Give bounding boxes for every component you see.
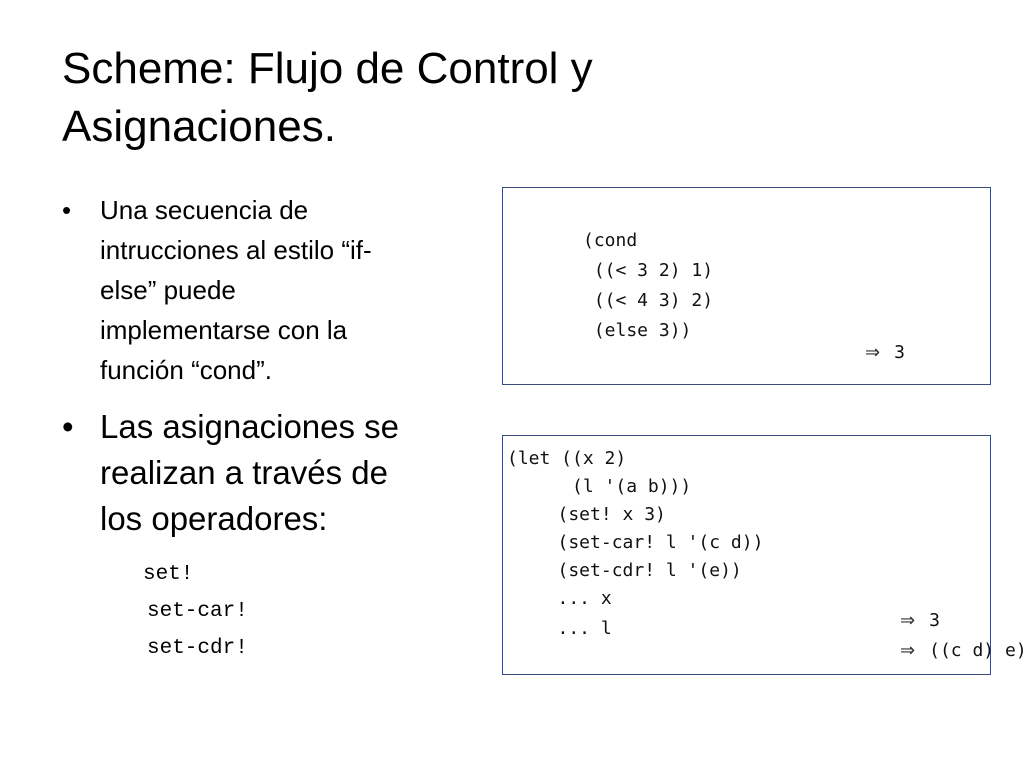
code-line: ((< 3 2) 1) bbox=[583, 260, 714, 281]
let-result-x: ⇒3 bbox=[835, 588, 940, 654]
operator-set-cdr: set-cdr! bbox=[147, 637, 248, 660]
let-example-box: (let ((x 2) (l '(a b))) (set! x 3) (set-… bbox=[502, 435, 1024, 675]
slide-title: Scheme: Flujo de Control y Asignaciones. bbox=[62, 40, 762, 156]
slide-title-line: Asignaciones. bbox=[62, 102, 336, 151]
bullet-line: realizan a través de bbox=[100, 454, 388, 491]
code-line: (cond bbox=[583, 230, 638, 251]
code-line: ((< 4 3) 2) bbox=[583, 290, 714, 311]
slide-title-line: Scheme: Flujo de Control y bbox=[62, 44, 593, 93]
cond-example-box: (cond ((< 3 2) 1) ((< 4 3) 2) (else 3)) … bbox=[502, 187, 991, 385]
bullet-marker: • bbox=[62, 195, 72, 225]
bullet-text: Las asignaciones se realizan a través de… bbox=[100, 404, 399, 542]
let-result-l: ⇒ ((c d) e) bbox=[835, 618, 1024, 684]
result-value: 3 bbox=[894, 342, 905, 363]
bullet-cond: • Una secuencia de intrucciones al estil… bbox=[62, 190, 482, 390]
code-line: (set! x 3) bbox=[525, 504, 666, 525]
code-line: (else 3)) bbox=[583, 320, 692, 341]
result-value: 3 bbox=[929, 610, 940, 631]
code-line: ... l bbox=[525, 618, 612, 639]
bullet-line: else” puede bbox=[100, 275, 236, 305]
bullet-assignments: • Las asignaciones se realizan a través … bbox=[62, 404, 492, 542]
implies-arrow-icon: ⇒ bbox=[900, 640, 916, 661]
code-line: (set-cdr! l '(e)) bbox=[525, 560, 742, 581]
code-line: ... x bbox=[525, 588, 612, 609]
bullet-line: intrucciones al estilo “if- bbox=[100, 235, 372, 265]
bullet-marker: • bbox=[62, 408, 74, 445]
bullet-line: implementarse con la bbox=[100, 315, 348, 345]
bullet-text: Una secuencia de intrucciones al estilo … bbox=[100, 190, 372, 390]
cond-result: ⇒3 bbox=[800, 320, 905, 386]
operator-set: set! bbox=[143, 563, 194, 586]
bullet-line: función “cond”. bbox=[100, 355, 272, 385]
operator-set-car: set-car! bbox=[147, 600, 248, 623]
code-line: (l '(a b))) bbox=[507, 476, 692, 497]
bullet-line: los operadores: bbox=[100, 500, 328, 537]
result-value: ((c d) e) bbox=[929, 640, 1024, 661]
bullet-line: Las asignaciones se bbox=[100, 408, 400, 445]
code-line: (let ((x 2) bbox=[507, 448, 627, 469]
implies-arrow-icon: ⇒ bbox=[865, 342, 881, 363]
implies-arrow-icon: ⇒ bbox=[900, 610, 916, 631]
code-line: (set-car! l '(c d)) bbox=[525, 532, 764, 553]
bullet-line: Una secuencia de bbox=[100, 195, 309, 225]
